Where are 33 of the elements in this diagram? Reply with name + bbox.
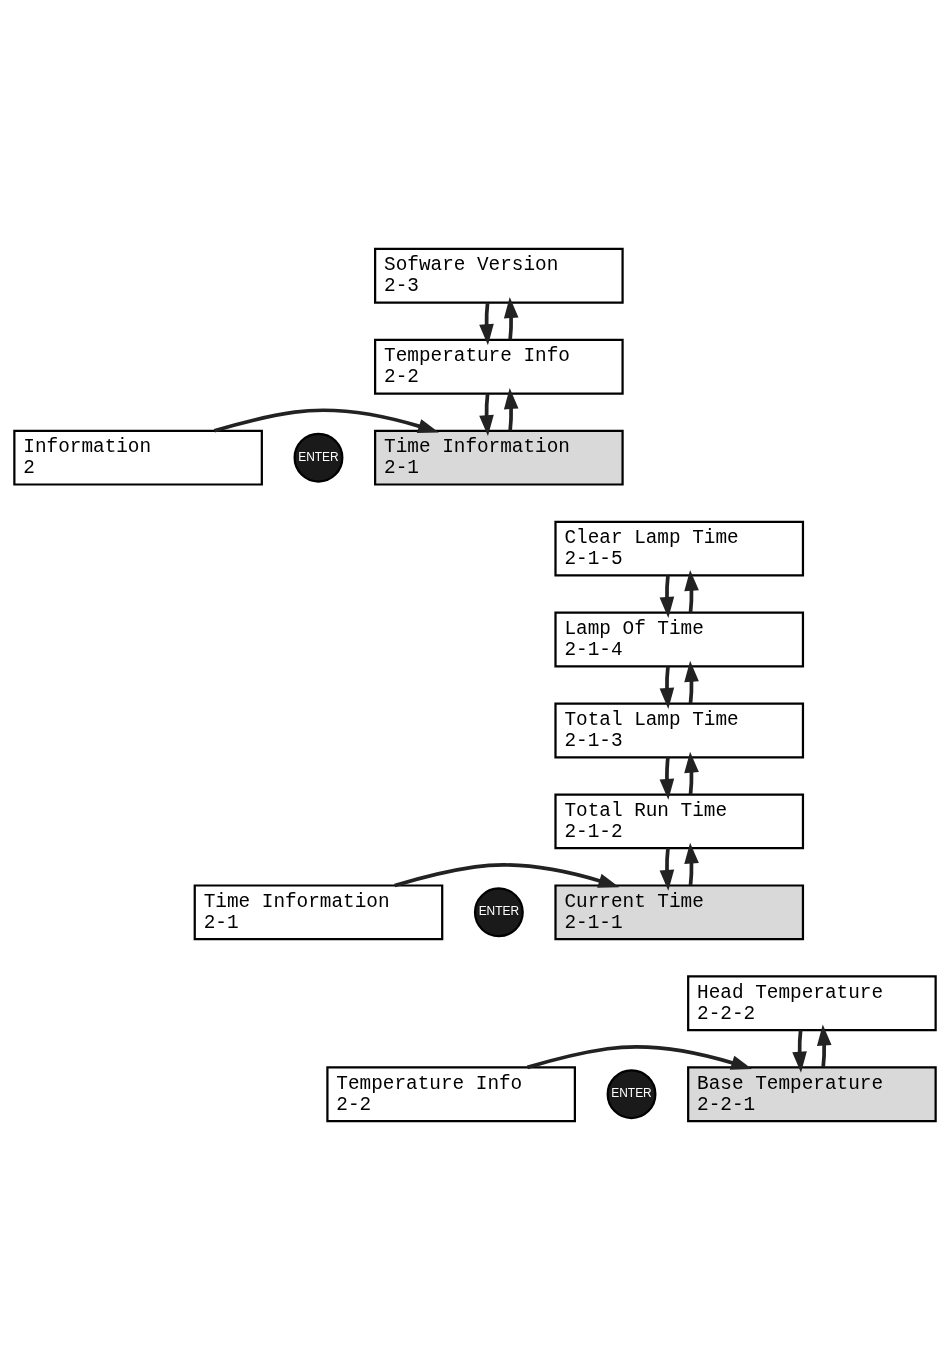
arrow <box>659 665 675 709</box>
arrow <box>684 751 699 794</box>
node-box: Lamp Of Time 2-1-4 <box>554 611 805 667</box>
arrow <box>503 387 519 431</box>
node-box: Time Information 2-1 <box>374 429 624 486</box>
arrow <box>684 660 699 703</box>
node-box: Information 2 <box>13 429 263 486</box>
arrow <box>479 302 494 345</box>
arrow <box>659 574 675 618</box>
arrow <box>816 1024 832 1067</box>
node-box: Clear Lamp Time 2-1-5 <box>554 520 805 577</box>
arrow <box>526 1044 752 1070</box>
node-box: Base Temperature 2-2-1 <box>687 1065 937 1122</box>
arrow <box>684 569 699 613</box>
arrow <box>659 847 675 891</box>
node-box: Total Run Time 2-1-2 <box>554 792 805 849</box>
arrow <box>503 296 519 340</box>
arrow <box>659 756 675 800</box>
arrow <box>213 407 439 433</box>
arrow <box>684 842 699 885</box>
node-box: Temperature Info 2-2 <box>374 338 624 395</box>
node-box: Temperature Info 2-2 <box>326 1065 576 1122</box>
arrow <box>792 1029 807 1073</box>
arrow <box>479 392 494 436</box>
node-box: Time Information 2-1 <box>193 883 444 940</box>
node-box: Head Temperature 2-2-2 <box>687 974 937 1031</box>
node-circle: ENTER <box>606 1068 657 1119</box>
node-circle: ENTER <box>473 886 524 937</box>
arrow <box>394 862 620 888</box>
node-circle: ENTER <box>293 432 344 483</box>
node-box: Sofware Version 2-3 <box>374 247 624 304</box>
node-box: Total Lamp Time 2-1-3 <box>554 702 805 758</box>
node-box: Current Time 2-1-1 <box>554 883 805 940</box>
